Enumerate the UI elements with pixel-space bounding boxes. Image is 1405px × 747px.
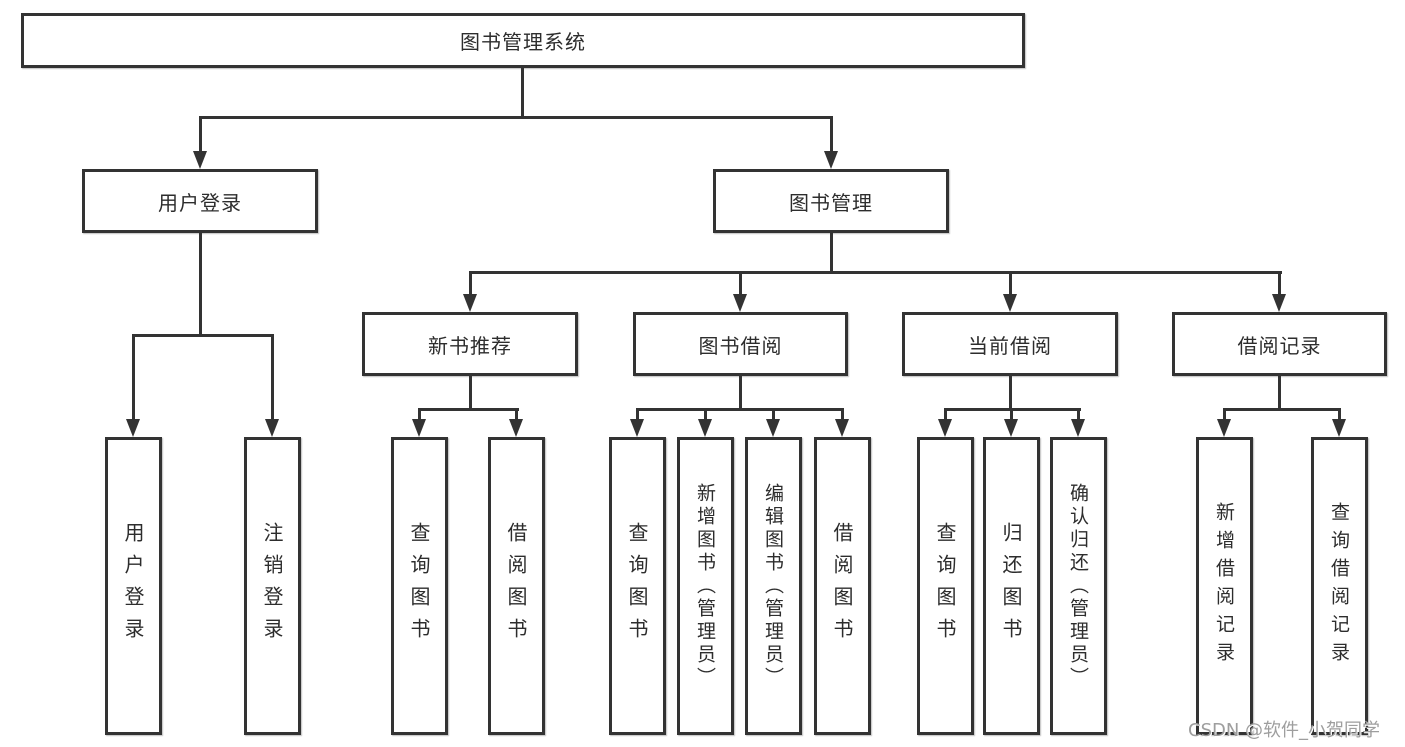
node-query-borrow-record: 查询借阅记录 (1311, 437, 1368, 735)
node-label: 查询图书 (625, 522, 649, 650)
node-query-books-recommend: 查询图书 (391, 437, 448, 735)
node-borrow-books-recommend: 借阅图书 (488, 437, 545, 735)
node-label: 新增图书（管理员） (694, 482, 716, 690)
connector-arrow-stem (772, 409, 775, 421)
arrow-down-icon (630, 419, 644, 437)
node-label: 查询借阅记录 (1328, 502, 1350, 670)
connector-arrow-stem (944, 409, 947, 421)
arrow-down-icon (509, 419, 523, 437)
node-label: 图书借阅 (698, 333, 783, 358)
arrow-down-icon (192, 151, 207, 169)
node-confirm-return-admin: 确认归还（管理员） (1050, 437, 1107, 735)
connector-line (1278, 376, 1281, 409)
node-label: 查询图书 (407, 522, 431, 650)
connector-arrow-stem (418, 409, 421, 421)
node-label: 图书管理系统 (460, 30, 586, 54)
connector-arrow-stem (1278, 272, 1281, 296)
connector-arrow-stem (198, 117, 202, 153)
node-label: 借阅图书 (504, 522, 528, 650)
node-label: 新书推荐 (428, 333, 512, 358)
connector-line (1008, 376, 1012, 409)
connector-arrow-stem (132, 335, 135, 421)
arrow-down-icon (1071, 419, 1085, 437)
arrow-down-icon (1332, 419, 1346, 437)
connector-line (739, 376, 742, 409)
connector-arrow-stem (468, 272, 472, 296)
arrow-down-icon (412, 419, 426, 437)
connector-line (468, 376, 472, 409)
arrow-down-icon (1217, 419, 1231, 437)
node-label: 用户登录 (121, 522, 145, 650)
node-label: 查询图书 (933, 522, 957, 650)
connector-arrow-stem (1010, 409, 1013, 421)
arrow-down-icon (1004, 419, 1018, 437)
node-label: 借阅记录 (1237, 333, 1322, 358)
connector-line (132, 333, 274, 337)
connector-arrow-stem (841, 409, 844, 421)
connector-line (636, 407, 844, 411)
node-return-books: 归还图书 (983, 437, 1040, 735)
connector-arrow-stem (636, 409, 639, 421)
connector-arrow-stem (1008, 272, 1012, 296)
connector-line (829, 233, 833, 272)
arrow-down-icon (698, 419, 712, 437)
arrow-down-icon (265, 419, 279, 437)
node-borrowing-records: 借阅记录 (1172, 312, 1387, 376)
connector-line (198, 115, 833, 119)
arrow-down-icon (835, 419, 849, 437)
arrow-down-icon (126, 419, 140, 437)
node-query-books-borrowing: 查询图书 (609, 437, 666, 735)
node-label: 注销登录 (260, 522, 284, 650)
node-add-borrow-record: 新增借阅记录 (1196, 437, 1253, 735)
node-borrow-books-action: 借阅图书 (814, 437, 871, 735)
connector-arrow-stem (1223, 409, 1226, 421)
node-logout-action: 注销登录 (244, 437, 301, 735)
connector-arrow-stem (1338, 409, 1341, 421)
node-label: 新增借阅记录 (1213, 502, 1235, 670)
connector-line (520, 68, 524, 117)
arrow-down-icon (1002, 294, 1017, 312)
node-library-management-system: 图书管理系统 (21, 13, 1025, 68)
node-user-login-action: 用户登录 (105, 437, 162, 735)
connector-line (1223, 407, 1341, 411)
connector-line (418, 407, 519, 411)
node-label: 归还图书 (999, 522, 1023, 650)
node-edit-books-admin: 编辑图书（管理员） (745, 437, 802, 735)
csdn-watermark: CSDN @软件_小贺同学 (1188, 720, 1381, 741)
node-book-borrowing: 图书借阅 (633, 312, 848, 376)
node-label: 编辑图书（管理员） (762, 482, 784, 690)
connector-arrow-stem (1077, 409, 1080, 421)
arrow-down-icon (766, 419, 780, 437)
connector-arrow-stem (271, 335, 274, 421)
connector-line (198, 233, 202, 335)
arrow-down-icon (462, 294, 477, 312)
node-label: 当前借阅 (968, 333, 1052, 358)
node-label: 确认归还（管理员） (1067, 482, 1089, 690)
node-new-book-recommend: 新书推荐 (362, 312, 578, 376)
connector-arrow-stem (515, 409, 518, 421)
node-book-management: 图书管理 (713, 169, 949, 233)
node-query-books-current: 查询图书 (917, 437, 974, 735)
arrow-down-icon (1272, 294, 1286, 312)
connector-arrow-stem (739, 272, 742, 296)
node-label: 借阅图书 (830, 522, 854, 650)
connector-line (468, 270, 1282, 274)
node-label: 图书管理 (789, 190, 873, 215)
arrow-down-icon (823, 151, 838, 169)
arrow-down-icon (938, 419, 952, 437)
node-current-borrowing: 当前借阅 (902, 312, 1118, 376)
arrow-down-icon (733, 294, 747, 312)
node-add-books-admin: 新增图书（管理员） (677, 437, 734, 735)
connector-arrow-stem (829, 117, 833, 153)
connector-arrow-stem (704, 409, 707, 421)
node-user-login: 用户登录 (82, 169, 318, 233)
node-label: 用户登录 (158, 190, 242, 215)
